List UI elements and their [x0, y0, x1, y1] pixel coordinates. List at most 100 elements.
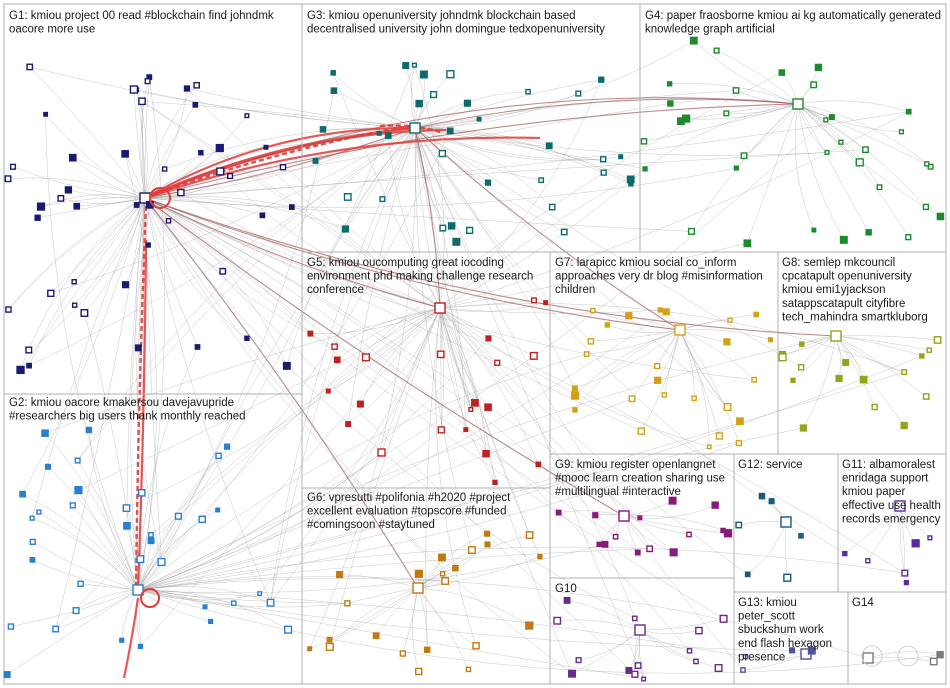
edge-inter: [414, 127, 576, 389]
graph-node: [379, 196, 386, 203]
graph-node: [798, 533, 804, 539]
edge-inter: [140, 307, 441, 647]
graph-node: [735, 439, 743, 447]
graph-hub-node: [412, 582, 424, 594]
graph-node: [628, 395, 636, 403]
graph-node: [230, 600, 237, 607]
edge-intra: [785, 521, 788, 578]
graph-node: [138, 97, 146, 106]
group-label-line: kmiou emi1yjackson: [782, 284, 886, 296]
graph-node: [419, 70, 428, 79]
edge-inter: [137, 589, 348, 608]
graph-node: [783, 573, 792, 582]
graph-node: [3, 671, 11, 679]
edge-inter: [144, 197, 616, 537]
graph-node: [859, 375, 868, 384]
edge-inter: [414, 127, 744, 671]
edge-inter: [137, 544, 606, 594]
graph-node: [634, 662, 642, 670]
edge-strong: [144, 136, 541, 200]
edge-intra: [28, 197, 146, 351]
graph-node: [145, 242, 151, 248]
graph-node: [7, 623, 15, 630]
edge-intra: [414, 127, 489, 183]
edge-intra: [310, 307, 441, 334]
self-loop-edge: [149, 187, 171, 209]
edge-inter: [22, 197, 146, 495]
graph-node: [307, 646, 313, 652]
edge-inter: [31, 197, 146, 519]
edge-inter: [414, 65, 445, 309]
edge-intra: [382, 127, 416, 200]
graph-node: [29, 557, 36, 563]
graph-node: [929, 657, 938, 666]
graph-node: [740, 152, 748, 160]
edge-intra: [74, 197, 146, 306]
edge-inter: [180, 192, 441, 309]
graph-node: [36, 509, 42, 515]
graph-node: [865, 229, 872, 236]
group-label-line: peter_scott: [738, 611, 796, 623]
graph-node: [215, 507, 221, 513]
graph-node: [399, 650, 407, 657]
graph-node: [415, 99, 423, 108]
graph-node: [69, 502, 76, 509]
graph-node: [625, 312, 633, 320]
graph-edges: [6, 40, 941, 680]
edge-intra: [639, 629, 699, 635]
self-loop-edge: [861, 645, 883, 667]
edge-inter: [72, 157, 146, 199]
graph-node: [667, 100, 674, 107]
graph-node: [165, 218, 172, 224]
graph-node: [590, 307, 596, 314]
graph-node: [198, 149, 204, 156]
edge-inter: [259, 307, 441, 594]
graph-node: [537, 553, 543, 560]
graph-node: [73, 202, 81, 210]
graph-node: [637, 515, 643, 521]
graph-node: [439, 224, 447, 232]
graph-node: [758, 492, 766, 500]
graph-node: [901, 569, 909, 577]
graph-node: [134, 344, 142, 352]
graph-node: [898, 129, 905, 135]
group-label-line: G2: kmiou oacore kmakersou davejavupride: [9, 397, 234, 409]
edge-inter: [130, 204, 151, 591]
graph-node: [183, 85, 191, 92]
edge-inter: [144, 197, 335, 347]
edge-strong-dashed: [134, 205, 148, 591]
group-label-line: knowledge graph artificial: [645, 24, 775, 36]
edge-intra: [337, 307, 441, 361]
graph-node: [161, 166, 168, 172]
edge-inter: [144, 152, 828, 199]
edge-intra: [574, 329, 681, 396]
edge-intra: [144, 197, 263, 216]
edge-intra: [794, 103, 815, 231]
graph-node: [471, 398, 479, 407]
graph-node: [5, 306, 12, 313]
graph-node: [811, 227, 817, 233]
graph-node: [279, 164, 287, 171]
edge-intra: [329, 587, 419, 648]
graph-node: [571, 385, 578, 392]
graph-node: [598, 76, 605, 83]
edge-strong: [136, 239, 148, 591]
graph-node: [223, 443, 231, 450]
edge-intra: [72, 505, 139, 591]
graph-node: [736, 417, 744, 426]
edge-hub-link: [144, 197, 837, 337]
edge-inter: [137, 355, 922, 591]
group-box-g14: [847, 591, 947, 685]
edge-inter: [144, 167, 737, 208]
group-label-line: G6: vpresutti #polifonia #h2020 #project: [307, 492, 511, 504]
graph-node: [838, 139, 844, 145]
group-label-line: satappscatapult cityfibre: [782, 298, 905, 310]
graph-node: [121, 281, 130, 289]
graph-node: [244, 335, 250, 341]
group-label-line: G7: larapicc kmiou social co_inform: [555, 257, 737, 269]
edge-intra: [716, 50, 799, 105]
edge-intra: [679, 329, 740, 444]
graph-node: [484, 403, 492, 412]
edge-intra: [417, 587, 477, 647]
